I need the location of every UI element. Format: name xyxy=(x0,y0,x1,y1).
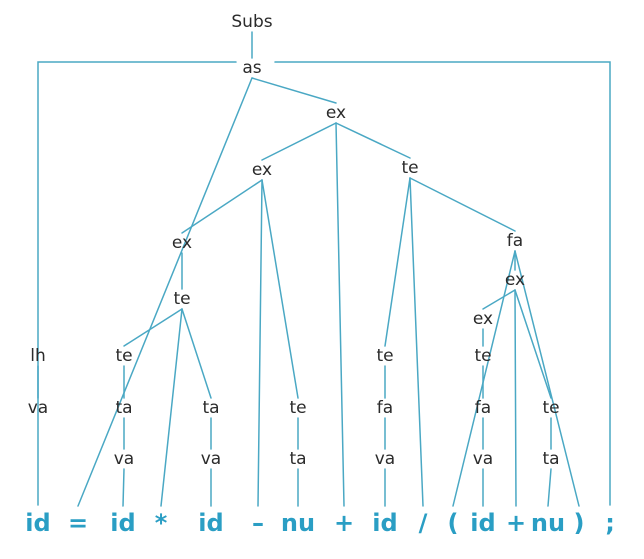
node-te: te xyxy=(173,289,190,309)
tree-edge xyxy=(514,289,552,399)
node-va: va xyxy=(473,449,493,469)
tree-edge xyxy=(514,289,517,507)
node-as: as xyxy=(242,58,261,78)
token-divide: / xyxy=(419,509,428,537)
node-te: te xyxy=(542,398,559,418)
token-id: id xyxy=(198,509,223,537)
tree-edge xyxy=(257,179,263,507)
node-ex: ex xyxy=(505,270,525,290)
token-plus: + xyxy=(334,509,354,537)
tree-edge xyxy=(261,179,299,399)
token-nu: nu xyxy=(531,509,565,537)
node-va: va xyxy=(28,398,48,418)
tree-edge xyxy=(409,177,516,232)
tree-edge xyxy=(122,468,125,507)
node-ex: ex xyxy=(473,309,493,329)
tree-edge xyxy=(160,308,183,507)
node-ta: ta xyxy=(542,449,559,469)
node-ta: ta xyxy=(202,398,219,418)
token-id: id xyxy=(25,509,50,537)
node-ex: ex xyxy=(172,233,192,253)
tree-edge xyxy=(181,179,263,234)
token-right-paren: ) xyxy=(574,509,585,537)
token-id: id xyxy=(470,509,495,537)
tree-edge xyxy=(123,308,183,347)
node-subs: Subs xyxy=(231,12,272,32)
node-ex: ex xyxy=(252,160,272,180)
token-nu: nu xyxy=(281,509,315,537)
tree-edge xyxy=(274,61,611,506)
node-ex: ex xyxy=(326,103,346,123)
node-te: te xyxy=(474,346,491,366)
token-minus: – xyxy=(252,509,264,537)
tree-edge xyxy=(181,308,212,399)
tree-edge xyxy=(409,177,424,507)
tree-edge xyxy=(77,77,253,507)
tree-edge xyxy=(37,61,237,506)
token-multiply: * xyxy=(155,509,168,537)
tree-edge xyxy=(482,289,516,310)
node-te: te xyxy=(401,158,418,178)
node-te: te xyxy=(115,346,132,366)
node-te: te xyxy=(376,346,393,366)
tree-edge xyxy=(514,250,580,507)
token-id: id xyxy=(372,509,397,537)
tree-labels: Subs as ex ex te ex fa te ex lh te ex te… xyxy=(25,12,615,537)
tree-edges xyxy=(37,31,611,507)
node-ta: ta xyxy=(115,398,132,418)
node-lh: lh xyxy=(30,346,46,366)
token-plus: + xyxy=(506,509,526,537)
tree-edge xyxy=(547,468,552,507)
node-va: va xyxy=(375,449,395,469)
tree-edge xyxy=(335,122,345,507)
node-va: va xyxy=(114,449,134,469)
node-va: va xyxy=(201,449,221,469)
tree-edge xyxy=(335,122,411,159)
node-ta: ta xyxy=(289,449,306,469)
tree-edge xyxy=(452,250,516,507)
tree-edge xyxy=(261,122,337,161)
tree-edge xyxy=(251,77,337,104)
token-semicolon: ; xyxy=(605,509,615,537)
tree-edge xyxy=(384,177,411,347)
node-fa: fa xyxy=(507,231,523,251)
token-equals: = xyxy=(68,509,88,537)
node-fa: fa xyxy=(475,398,491,418)
token-left-paren: ( xyxy=(448,509,459,537)
node-te: te xyxy=(289,398,306,418)
token-id: id xyxy=(110,509,135,537)
node-fa: fa xyxy=(377,398,393,418)
